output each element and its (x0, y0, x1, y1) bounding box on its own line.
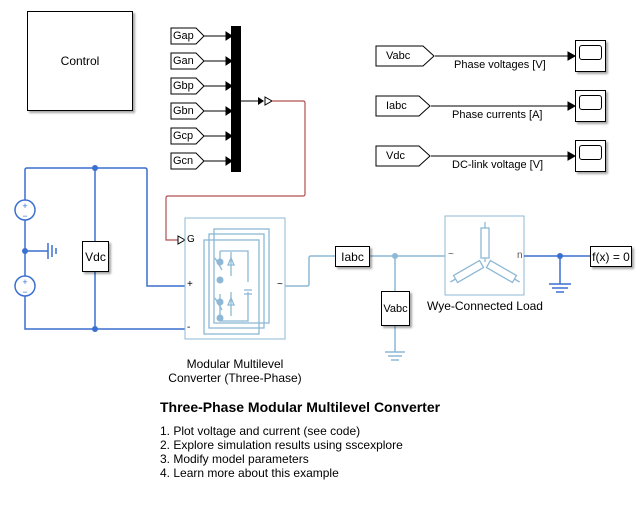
gate-tag-shapes (170, 27, 205, 170)
scope-phase-currents[interactable] (575, 90, 606, 122)
mmc-caption-line1: Modular Multilevel (186, 357, 284, 371)
scope-tag-shapes (375, 45, 435, 167)
example-links: 1. Plot voltage and current (see code) 2… (160, 424, 403, 480)
mmc-port-g: G (187, 234, 195, 245)
mmc-caption: Modular Multilevel Converter (Three-Phas… (160, 357, 310, 385)
from-tag-vabc[interactable]: Vabc (386, 50, 411, 62)
control-label: Control (60, 54, 100, 68)
vabc-sensor-label: Vabc (383, 302, 408, 315)
dc-junctions (22, 165, 98, 332)
svg-text:−: − (22, 287, 27, 297)
gate-signal-lines (204, 31, 233, 166)
vdc-voltage-sensor[interactable]: Vdc (82, 241, 109, 272)
vdc-sensor-label: Vdc (85, 249, 106, 264)
load-port-n: n (517, 250, 523, 261)
svg-text:+: + (22, 277, 27, 287)
from-tag-gbp[interactable]: Gbp (173, 80, 194, 92)
scope-caption-voltages: Phase voltages [V] (454, 59, 546, 71)
from-tag-gcn[interactable]: Gcn (173, 155, 194, 167)
svg-text:+: + (22, 201, 27, 211)
mmc-port-minus: - (187, 322, 191, 333)
mmc-caption-line2: Converter (Three-Phase) (168, 371, 302, 385)
scope-phase-voltages[interactable] (575, 40, 606, 72)
solver-configuration[interactable]: f(x) = 0 (590, 246, 632, 267)
scope-caption-currents: Phase currents [A] (452, 109, 543, 121)
load-port-ac: ~ (448, 249, 454, 260)
iabc-current-sensor[interactable]: Iabc (335, 246, 370, 267)
scope-icon (579, 94, 602, 110)
mux-bar[interactable] (231, 26, 241, 172)
from-tag-gbn[interactable]: Gbn (173, 105, 194, 117)
scope-icon (579, 44, 602, 60)
link-learn-more[interactable]: 4. Learn more about this example (160, 466, 339, 480)
dc-circuit (14, 167, 185, 330)
mmc-port-ac: ~ (277, 279, 283, 290)
scope-icon (579, 144, 602, 160)
iabc-sensor-label: Iabc (341, 249, 364, 264)
from-tag-gan[interactable]: Gan (173, 55, 194, 67)
vabc-voltage-sensor[interactable]: Vabc (381, 291, 410, 326)
ac-circuit (285, 255, 445, 361)
model-title: Three-Phase Modular Multilevel Converter (160, 399, 441, 415)
solver-label: f(x) = 0 (592, 249, 630, 264)
mmc-block[interactable] (184, 217, 286, 340)
scope-caption-dclink: DC-link voltage [V] (452, 159, 544, 171)
scope-dc-link-voltage[interactable] (575, 140, 606, 172)
from-tag-vdc[interactable]: Vdc (386, 150, 405, 162)
from-tag-iabc[interactable]: Iabc (386, 100, 407, 112)
control-subsystem[interactable]: Control (27, 11, 133, 111)
svg-text:−: − (22, 211, 27, 221)
load-caption: Wye-Connected Load (427, 299, 543, 313)
link-modify-parameters[interactable]: 3. Modify model parameters (160, 452, 309, 466)
from-tag-gap[interactable]: Gap (173, 30, 194, 42)
scope-signal-lines (431, 51, 577, 161)
link-explore-sscexplore[interactable]: 2. Explore simulation results using ssce… (160, 438, 403, 452)
gate-bus-line[interactable] (165, 100, 306, 241)
from-tag-gcp[interactable]: Gcp (173, 130, 194, 142)
link-plot-voltage-current[interactable]: 1. Plot voltage and current (see code) (160, 424, 361, 438)
mmc-port-plus: + (187, 279, 193, 290)
